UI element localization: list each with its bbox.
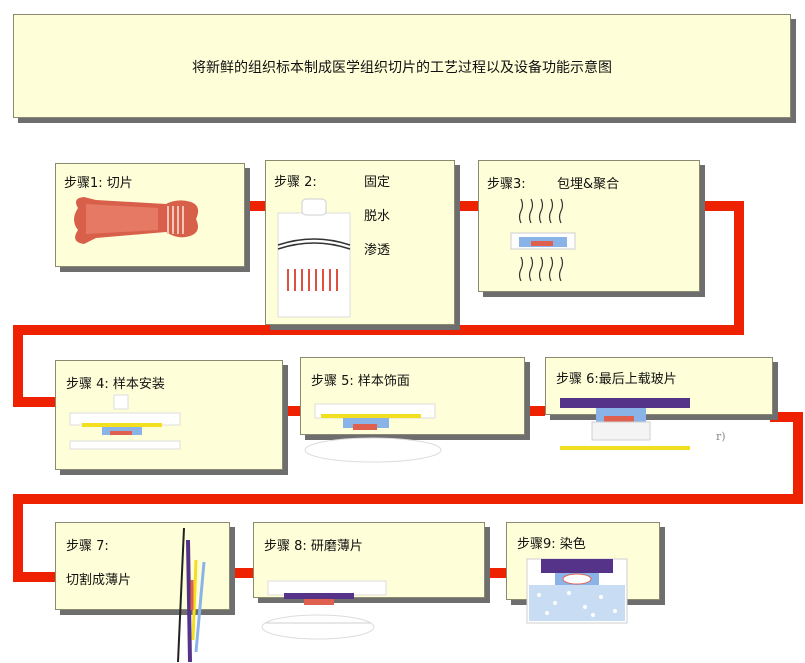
bone-icon <box>74 197 199 244</box>
staining-bath-icon <box>526 558 628 624</box>
step-1-label: 步骤1: 切片 <box>64 176 133 191</box>
step-9-label: 步骤9: 染色 <box>517 537 586 552</box>
step-8-label: 步骤 8: 研磨薄片 <box>264 539 363 554</box>
step-6-label: 步骤 6:最后上载玻片 <box>556 372 677 387</box>
svg-text:r): r) <box>716 430 726 443</box>
slide-load-icon: r) <box>560 398 726 450</box>
diagram-title: 将新鲜的组织标本制成医学组织切片的工艺过程以及设备功能示意图 <box>192 60 612 76</box>
step-7-cut: 切割成薄片 <box>66 573 132 588</box>
step-3-panel: 步骤3: 包埋&聚合 <box>478 160 700 292</box>
step-2-dehydrate: 脱水 <box>364 209 391 224</box>
step-7-label: 步骤 7: <box>66 539 109 554</box>
step-2-infiltrate: 渗透 <box>364 243 391 258</box>
step-6-panel: 步骤 6:最后上载玻片 r) <box>545 357 773 450</box>
step-4-label: 步骤 4: 样本安装 <box>66 377 165 392</box>
step-2-fix: 固定 <box>364 175 391 190</box>
step-3-embed: 包埋&聚合 <box>557 177 620 192</box>
step-3-label: 步骤3: <box>487 177 526 192</box>
step-9-panel: 步骤9: 染色 <box>506 522 660 624</box>
grinding-disc-icon <box>261 580 387 640</box>
step-2-panel: 步骤 2: 固定 脱水 渗透 <box>265 160 455 325</box>
step-5-label: 步骤 5: 样本饰面 <box>311 374 410 389</box>
specimen-mount-icon <box>69 394 181 450</box>
step-5-panel: 步骤 5: 样本饰面 <box>300 357 525 463</box>
title-panel: 将新鲜的组织标本制成医学组织切片的工艺过程以及设备功能示意图 <box>13 14 791 118</box>
step-4-panel: 步骤 4: 样本安装 <box>55 360 283 470</box>
step-8-panel: 步骤 8: 研磨薄片 <box>253 522 485 640</box>
step-2-label: 步骤 2: <box>274 175 317 190</box>
embedding-mold-icon <box>510 198 576 282</box>
step-1-panel: 步骤1: 切片 <box>55 163 245 267</box>
specimen-trim-icon <box>304 403 442 463</box>
processing-jar-icon <box>277 198 351 318</box>
